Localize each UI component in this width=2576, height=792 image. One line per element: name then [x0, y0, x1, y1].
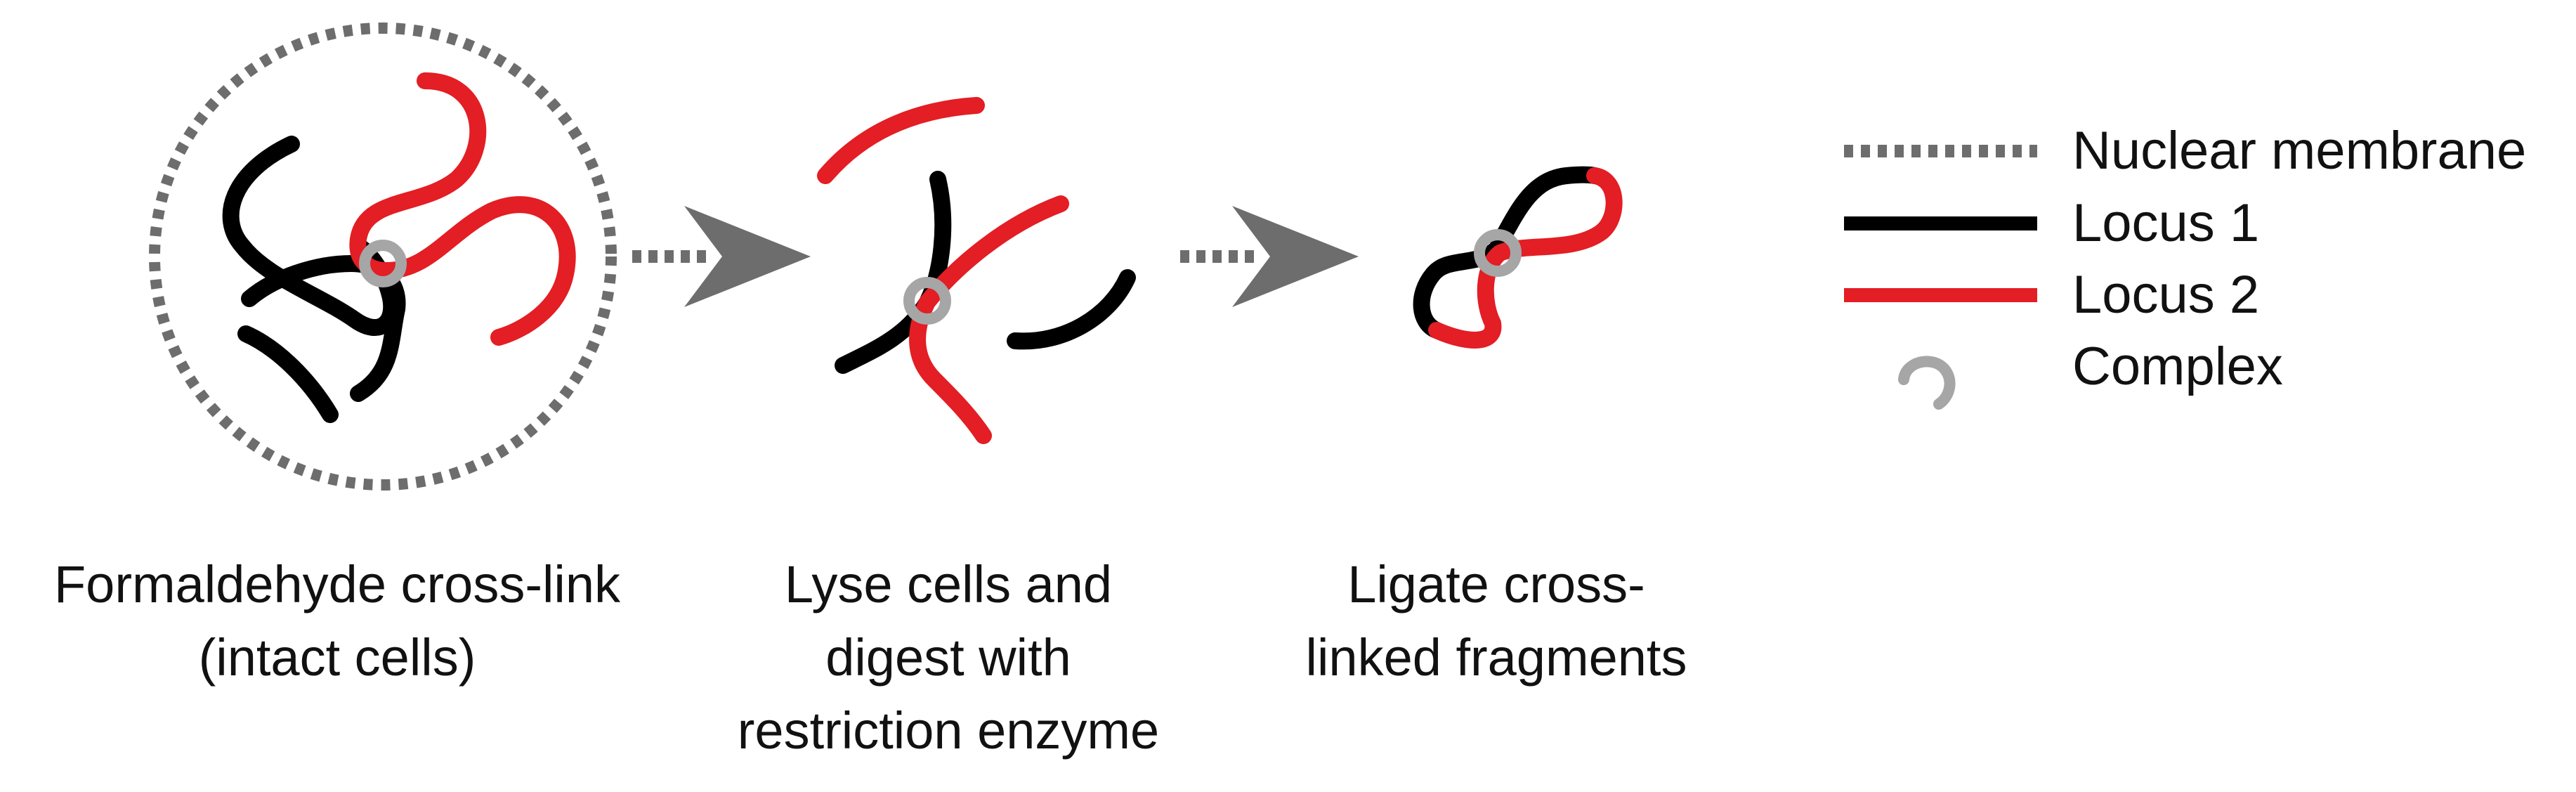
locus-2-fragments — [817, 97, 1069, 444]
step-2-caption-line-3: restriction enzyme — [737, 701, 1160, 760]
step-1-caption-line-2: (intact cells) — [198, 628, 476, 687]
step-2-caption-line-2: digest with — [825, 628, 1071, 687]
step-2-caption-line-1: Lyse cells and — [784, 555, 1113, 614]
complex-ring — [903, 277, 951, 325]
step-2-caption: Lyse cells and digest with restriction e… — [695, 548, 1201, 767]
step-1-nucleus — [149, 22, 617, 491]
step-3-caption-line-1: Ligate cross- — [1347, 555, 1645, 614]
complex-ring — [359, 240, 407, 287]
step-3-caption-line-2: linked fragments — [1305, 628, 1687, 687]
complex-icon — [1898, 356, 1956, 410]
legend-symbols — [1844, 145, 2037, 410]
nuclear-membrane — [149, 22, 617, 491]
step-3-caption: Ligate cross- linked fragments — [1279, 548, 1714, 694]
step-2-fragments — [817, 97, 1136, 444]
complex-ring — [1474, 229, 1522, 277]
legend-label-complex: Complex — [2072, 337, 2283, 396]
step-1-caption-line-1: Formaldehyde cross-link — [53, 555, 621, 614]
legend-label-locus-1: Locus 1 — [2072, 193, 2260, 253]
locus-1-fragments — [835, 171, 1136, 374]
legend-label-locus-2: Locus 2 — [2072, 265, 2260, 325]
step-1-caption: Formaldehyde cross-link (intact cells) — [28, 548, 646, 694]
legend-label-nuclear-membrane: Nuclear membrane — [2072, 121, 2527, 181]
locus-2-ligated — [1428, 167, 1623, 349]
step-3-ligated — [1413, 166, 1623, 349]
